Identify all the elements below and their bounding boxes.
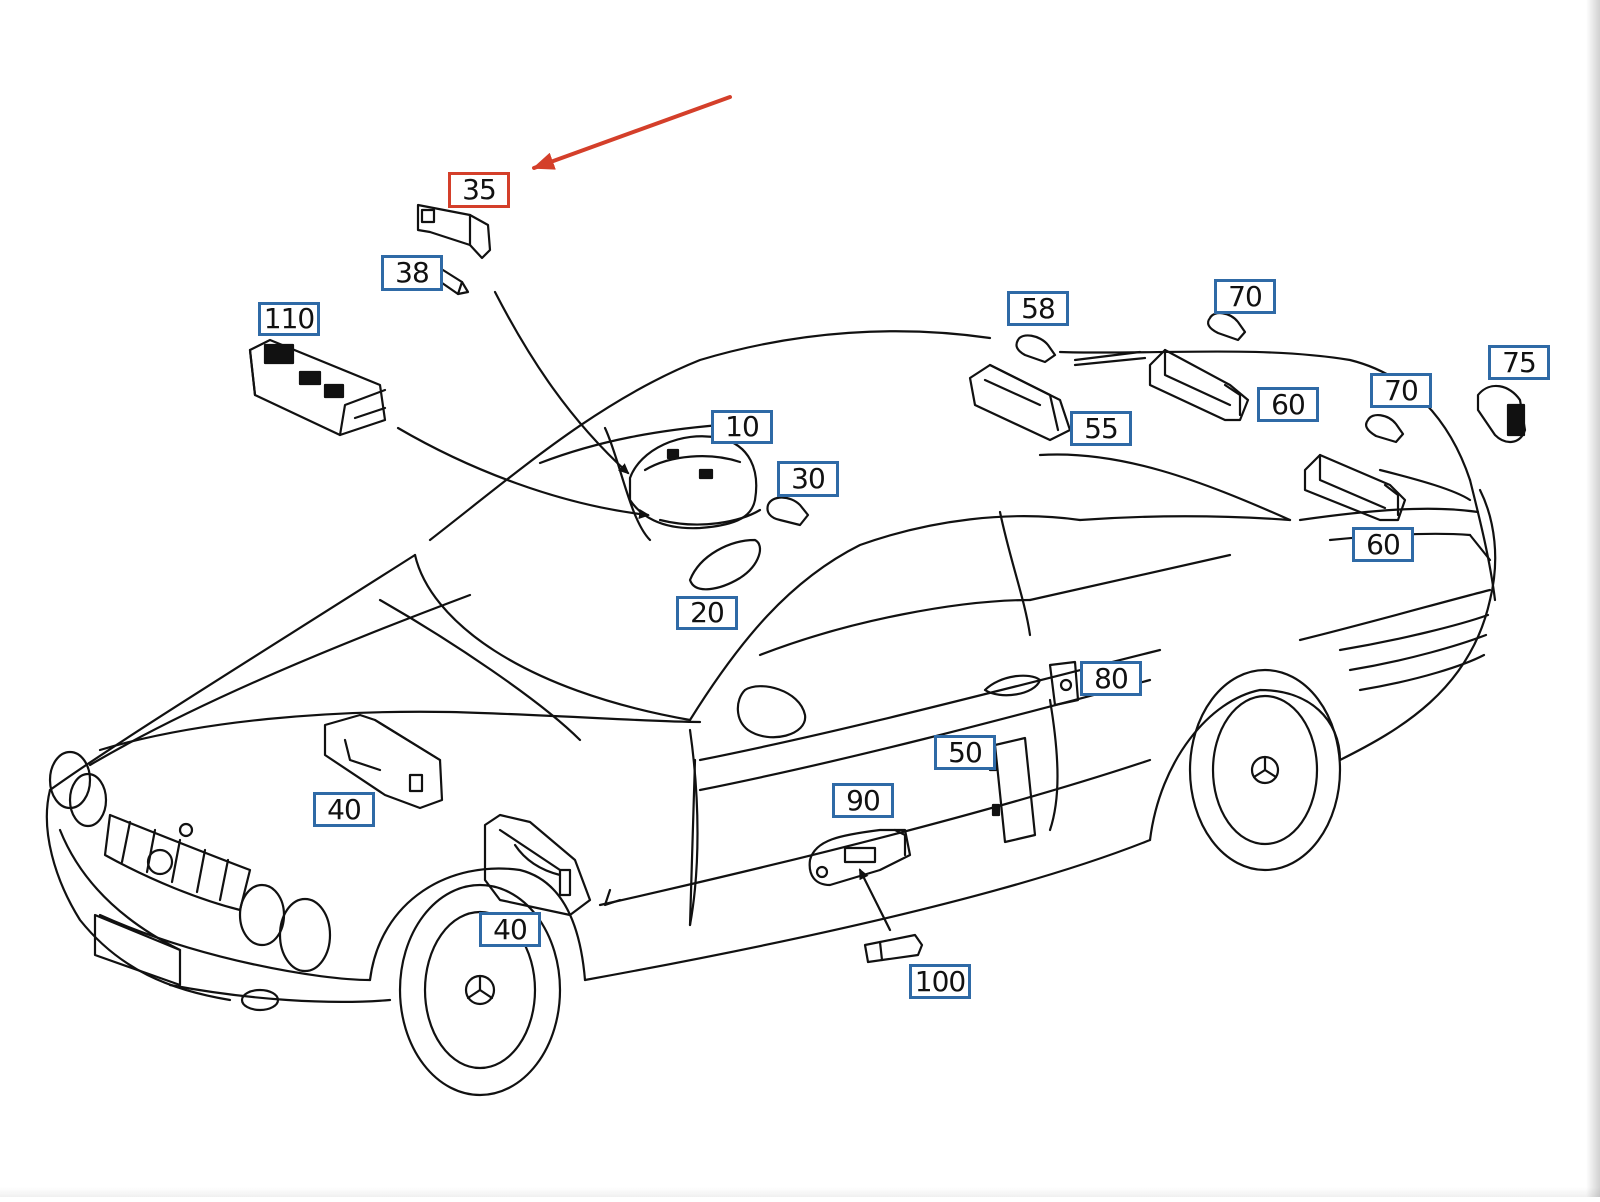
part-30-bulb [766, 496, 810, 527]
page-bottom-shadow [0, 1187, 1600, 1197]
part-40-lamp-lower [483, 813, 592, 917]
callout-30[interactable]: 30 [777, 461, 839, 497]
leader-58-to-60-b [1073, 356, 1147, 367]
part-10-interior-light [628, 435, 762, 530]
part-100-bulb [863, 933, 924, 964]
part-40-lamp-upper [323, 713, 444, 810]
callout-110[interactable]: 110 [258, 302, 320, 336]
callout-38[interactable]: 38 [381, 255, 443, 291]
callout-60-upper[interactable]: 60 [1257, 387, 1319, 422]
part-50-module [988, 736, 1037, 844]
callout-35[interactable]: 35 [448, 172, 510, 208]
callout-20[interactable]: 20 [676, 596, 738, 630]
page-edge-shadow [1586, 0, 1600, 1197]
part-90-door-lamp [808, 828, 912, 887]
assembly-arrow-110-to-10 [396, 426, 650, 519]
part-75-lens [1476, 384, 1527, 443]
part-58-bulb [1015, 334, 1057, 364]
callout-75[interactable]: 75 [1488, 345, 1550, 380]
callout-70-lower[interactable]: 70 [1370, 373, 1432, 408]
part-55-lamp [968, 363, 1072, 442]
callout-40-upper[interactable]: 40 [313, 792, 375, 827]
callout-58[interactable]: 58 [1007, 291, 1069, 326]
assembly-arrow-100-to-90 [858, 868, 892, 932]
part-38-bulb [430, 263, 470, 296]
highlight-arrow-icon [532, 95, 732, 170]
part-35-lamp-holder [416, 203, 492, 260]
part-20-lens [688, 538, 762, 591]
part-60-lamp-upper [1148, 348, 1250, 422]
part-110-switch-unit [248, 338, 387, 437]
car-body [45, 330, 1497, 1097]
callout-100[interactable]: 100 [909, 964, 971, 999]
part-70-bulb-upper [1207, 312, 1247, 342]
callout-60-lower[interactable]: 60 [1352, 527, 1414, 562]
callout-50[interactable]: 50 [934, 735, 996, 770]
callout-10[interactable]: 10 [711, 410, 773, 444]
part-80-switch [1048, 660, 1080, 707]
callout-80[interactable]: 80 [1080, 661, 1142, 696]
callout-40-lower[interactable]: 40 [479, 912, 541, 947]
callout-55[interactable]: 55 [1070, 411, 1132, 446]
callout-70-upper[interactable]: 70 [1214, 279, 1276, 314]
assembly-arrow-38-to-10 [493, 290, 630, 475]
part-70-bulb-lower [1365, 414, 1405, 444]
callout-90[interactable]: 90 [832, 783, 894, 818]
leader-58-to-60 [1073, 350, 1142, 362]
part-60-lamp-lower [1303, 453, 1407, 522]
